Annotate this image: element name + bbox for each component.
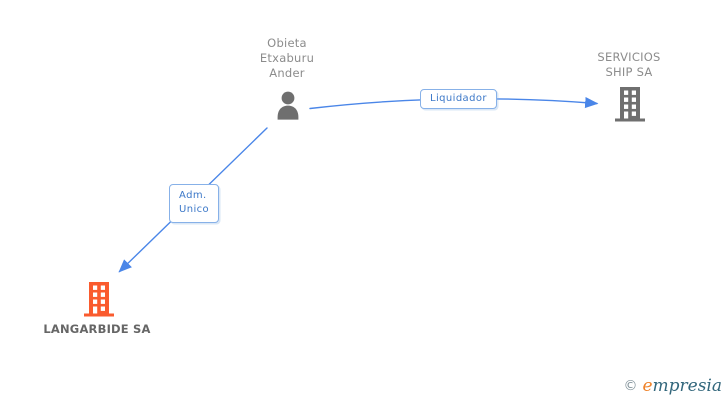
person-icon	[271, 90, 305, 122]
copyright-icon: ©	[623, 378, 638, 394]
empresia-logo[interactable]: © empresia	[623, 377, 722, 395]
person-node-label: Obieta Etxaburu Ander	[227, 36, 347, 81]
building-icon-langarbide	[82, 281, 116, 317]
person-name-line: Ander	[269, 66, 305, 80]
building-icon-servicios	[613, 86, 647, 122]
brand-initial: e	[642, 376, 653, 396]
edge-label-line: Adm.	[179, 190, 207, 201]
company-servicios-label: SERVICIOS SHIP SA	[569, 50, 689, 80]
edge-label-adm-unico: Adm. Unico	[169, 184, 220, 223]
company-langarbide-label: LANGARBIDE SA	[43, 322, 151, 336]
company-name-line: SHIP SA	[605, 65, 653, 79]
person-name-line: Obieta	[267, 36, 307, 50]
brand-rest: mpresia	[652, 376, 723, 396]
brand-wordmark: empresia	[642, 377, 722, 395]
company-name-line: SERVICIOS	[597, 50, 661, 64]
edge-label-line: Unico	[179, 204, 210, 215]
person-name-line: Etxaburu	[259, 51, 315, 65]
edge-label-liquidador: Liquidador	[420, 89, 497, 109]
